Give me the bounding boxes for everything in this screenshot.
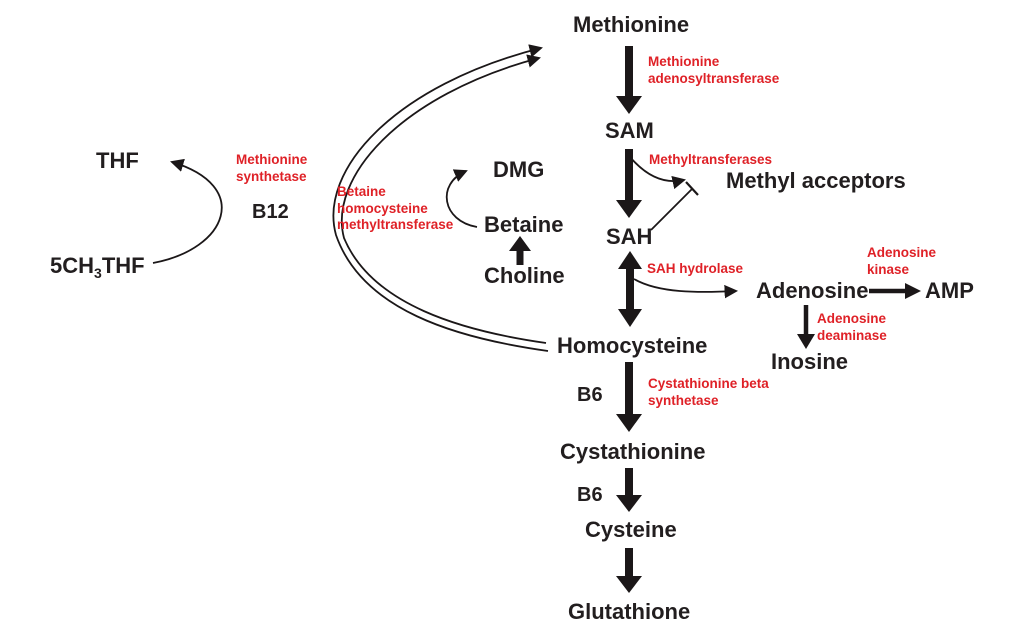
arrow-cysteine-to-glutathione (616, 548, 642, 593)
node-homocysteine: Homocysteine (557, 333, 708, 358)
arrow-methionine-to-sam (616, 46, 642, 114)
5ch3thf-prefix: 5CH (50, 253, 95, 278)
node-5ch3thf: 5CH3THF (50, 254, 145, 285)
node-sah: SAH (606, 224, 653, 249)
enzyme-methionine-synthetase: Methionine synthetase (236, 152, 308, 184)
node-sam: SAM (605, 118, 654, 143)
node-amp: AMP (925, 278, 974, 303)
curve-sah-to-adenosine (633, 278, 739, 299)
arrow-cystathionine-to-cysteine (616, 468, 642, 512)
enzyme-betaine-homocysteine-methyltransferase: Betaine homocysteine methyltransferase (337, 184, 454, 232)
enzyme-sah-hydrolase: SAH hydrolase (647, 261, 744, 276)
enzyme-adenosine-kinase: Adenosine kinase (867, 245, 937, 277)
thin-curves (152, 44, 739, 352)
cofactor-b6-upper: B6 (577, 384, 603, 406)
node-methionine: Methionine (573, 12, 690, 37)
curve-5ch3thf-to-thf (152, 158, 223, 264)
node-cystathionine: Cystathionine (560, 439, 706, 464)
enzyme-methyltransferases: Methyltransferases (649, 152, 773, 167)
node-glutathione: Glutathione (568, 599, 691, 624)
arrow-sah-homocysteine-bidirectional (618, 251, 642, 327)
arrow-choline-to-betaine (509, 236, 531, 265)
node-choline: Choline (484, 263, 565, 288)
node-thf: THF (96, 148, 139, 173)
enzyme-adenosine-deaminase: Adenosine deaminase (817, 311, 887, 343)
cofactor-b6-lower: B6 (577, 484, 603, 506)
node-cysteine: Cysteine (585, 517, 677, 542)
inhibition-sah-to-methyl-acceptors (650, 181, 699, 231)
arrow-homocysteine-to-cystathionine (616, 362, 642, 432)
5ch3thf-subscript: 3 (94, 265, 102, 281)
arrow-adenosine-to-amp (869, 283, 921, 299)
remethylation-arc-outer (332, 44, 549, 352)
node-dmg: DMG (493, 157, 545, 182)
node-inosine: Inosine (771, 349, 849, 374)
curve-sam-to-methyl-acceptors (629, 156, 686, 190)
node-betaine: Betaine (484, 212, 564, 237)
node-methyl-acceptors: Methyl acceptors (726, 168, 906, 193)
enzyme-methionine-adenosyltransferase: Methionine adenosyltransferase (648, 54, 780, 86)
curve-betaine-to-dmg (445, 169, 478, 228)
node-adenosine: Adenosine (756, 278, 869, 303)
enzyme-cystathionine-beta-synthetase: Cystathionine beta synthetase (648, 376, 769, 408)
cofactor-b12: B12 (252, 201, 289, 223)
main-pathway-arrows (509, 46, 921, 593)
remethylation-arc-inner (340, 54, 547, 344)
arrow-adenosine-to-inosine (797, 305, 815, 349)
5ch3thf-suffix: THF (101, 253, 145, 278)
arrow-sam-to-sah (616, 149, 642, 218)
